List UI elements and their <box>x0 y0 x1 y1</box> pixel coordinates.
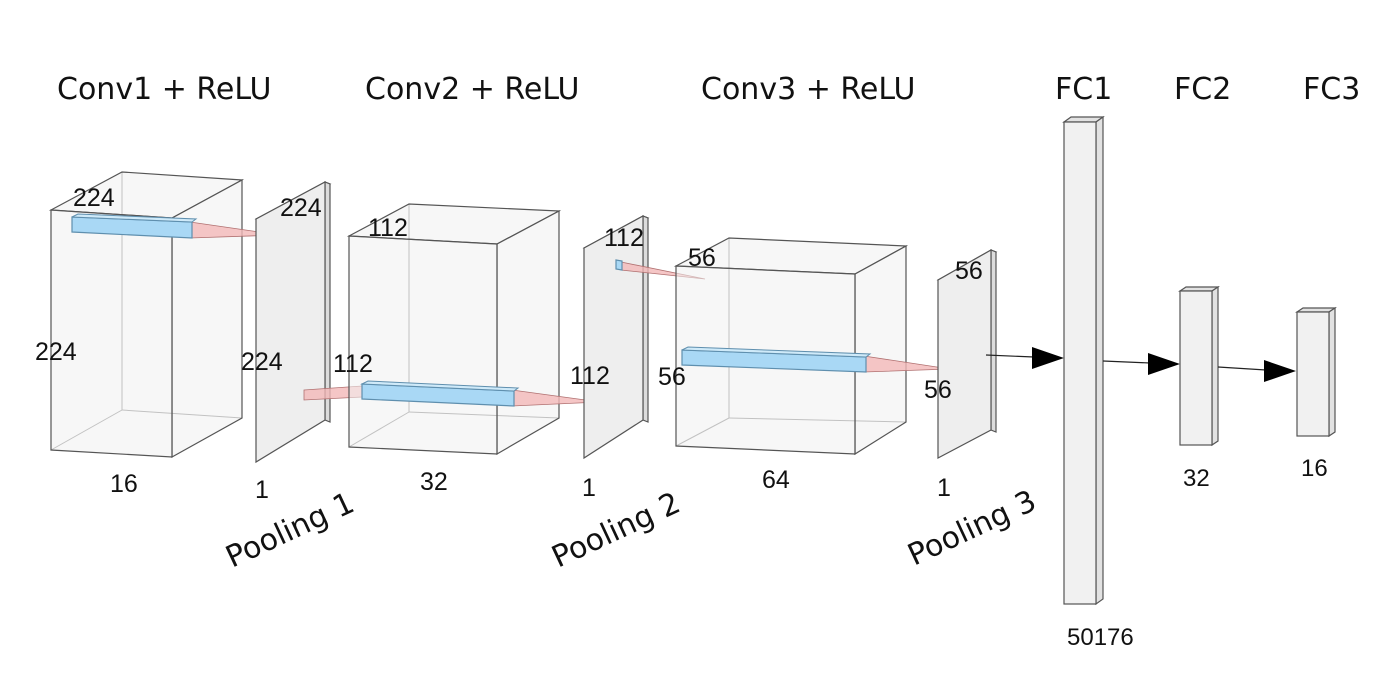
pool2-height-label: 112 <box>570 362 610 390</box>
pool3-slab <box>936 248 998 459</box>
conv3-depth-label: 64 <box>762 466 790 494</box>
fc2-title: FC2 <box>1174 72 1231 107</box>
fc3-layer <box>1295 306 1337 438</box>
pool2-depth-label: 1 <box>582 474 596 502</box>
fc2-layer <box>1178 285 1220 447</box>
conv2-title: Conv2 + ReLU <box>365 72 580 107</box>
pool2-slab <box>582 214 650 460</box>
fc3-units-label: 16 <box>1301 455 1328 482</box>
conv1-title: Conv1 + ReLU <box>57 72 272 107</box>
pool1-height-label: 224 <box>241 348 283 376</box>
conv1-width-label: 224 <box>73 184 115 212</box>
pool2-width-label: 112 <box>604 224 644 252</box>
pool3-height-label: 56 <box>924 376 952 404</box>
conv3-title: Conv3 + ReLU <box>701 72 916 107</box>
fc3-title: FC3 <box>1303 72 1360 107</box>
pooling2-label: Pooling 2 <box>547 486 686 576</box>
pooling3-label: Pooling 3 <box>903 484 1042 574</box>
pool1-width-label: 224 <box>280 194 322 222</box>
fc1-layer <box>1062 115 1105 606</box>
arrow-pool3-to-fc1 <box>985 347 1064 369</box>
fc1-title: FC1 <box>1055 72 1112 107</box>
conv1-volume <box>48 171 245 459</box>
conv3-width-label: 56 <box>688 244 716 272</box>
pool1-slab <box>254 180 332 464</box>
pool3-width-label: 56 <box>955 257 983 285</box>
arrow-fc1-to-fc2 <box>1102 353 1180 375</box>
fc2-units-label: 32 <box>1183 465 1210 492</box>
pooling1-label: Pooling 1 <box>221 486 360 576</box>
pool3-depth-label: 1 <box>937 474 951 502</box>
conv3-kernel <box>681 346 951 373</box>
arrow-fc2-to-fc3 <box>1217 360 1296 382</box>
pool1-depth-label: 1 <box>255 476 269 504</box>
conv2-height-label: 112 <box>333 350 373 378</box>
conv2-width-label: 112 <box>368 214 408 242</box>
conv1-height-label: 224 <box>35 338 77 366</box>
conv2-depth-label: 32 <box>420 468 448 496</box>
fc1-units-label: 50176 <box>1067 624 1134 651</box>
conv1-depth-label: 16 <box>110 470 138 498</box>
conv3-height-label: 56 <box>658 363 686 391</box>
conv2-kernel <box>360 380 601 407</box>
